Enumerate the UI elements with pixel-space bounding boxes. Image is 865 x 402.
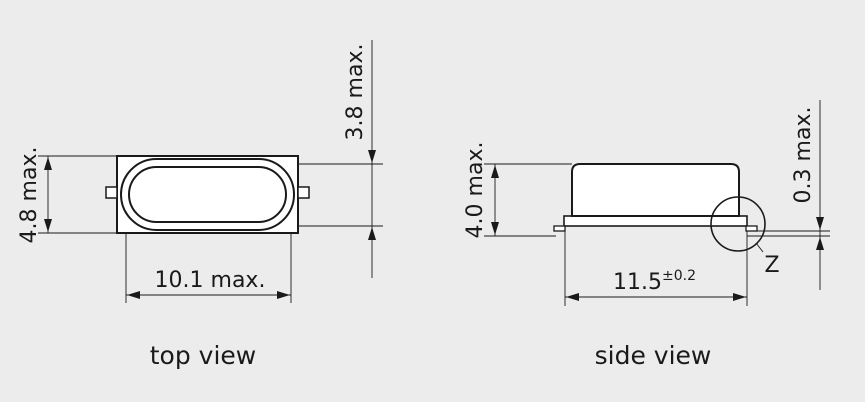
side-view-caption: side view [595, 341, 712, 370]
side-view-base [563, 215, 748, 227]
side-height-label: 4.0 max. [463, 142, 488, 239]
top-height-label: 4.8 max. [17, 147, 42, 244]
top-view-right-tab [297, 186, 310, 199]
top-depth-label: 3.8 max. [343, 44, 368, 141]
detail-z-label: Z [764, 253, 779, 278]
side-length-tolerance: ±0.2 [662, 268, 696, 284]
top-view-caption: top view [150, 341, 256, 370]
dimension-length-11-5: 11.5±0.2 [564, 231, 748, 306]
side-lead-label: 0.3 max. [791, 107, 816, 204]
top-view-lid-inner [128, 166, 287, 223]
dimension-height-4-0: 4.0 max. [463, 142, 572, 239]
side-length-label: 11.5±0.2 [613, 268, 696, 295]
dimension-height-4-8: 4.8 max. [17, 147, 117, 244]
dimension-depth-3-8: 3.8 max. [298, 40, 383, 278]
side-length-value: 11.5 [613, 270, 662, 295]
dimension-width-10-1: 10.1 max. [125, 233, 292, 303]
dimension-lead-0-3: 0.3 max. [747, 100, 830, 290]
detail-z-circle [710, 196, 766, 252]
top-view-left-tab [105, 186, 118, 199]
side-view-left-lead [553, 225, 566, 232]
side-view-can [571, 163, 740, 217]
side-view: Z 4.0 max. 11.5±0.2 0.3 max. [463, 100, 830, 370]
top-view: 4.8 max. 10.1 max. 3.8 max. top view [17, 40, 383, 370]
side-view-right-lead [745, 225, 758, 232]
top-width-label: 10.1 max. [155, 268, 266, 293]
